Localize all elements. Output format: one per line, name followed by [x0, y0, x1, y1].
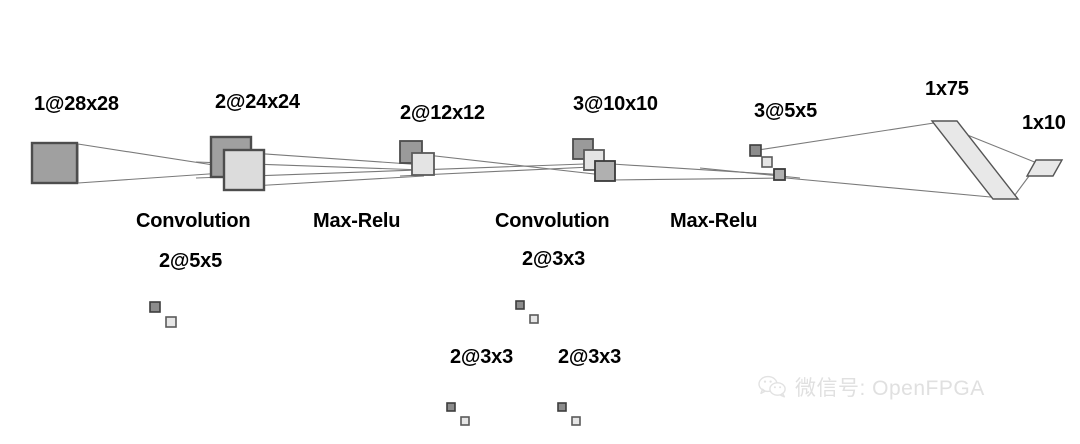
operation-label-max-relu-1: Max-Relu — [313, 210, 401, 232]
feature-map-pool2 — [749, 144, 786, 181]
feature-map-input — [30, 141, 79, 185]
operation-label-convolution-2: Convolution — [495, 210, 610, 232]
cone-conv1-to-pool1 — [251, 152, 425, 187]
feature-map-pool1 — [399, 140, 435, 176]
layer-label-pool1: 2@12x12 — [400, 102, 485, 124]
kernel-glyphs-conv2 — [515, 300, 539, 324]
wechat-icon — [758, 375, 786, 398]
feature-map-conv1 — [209, 135, 266, 192]
layer-label-fc10: 1x10 — [1022, 112, 1066, 134]
kernel-label-conv1: 2@5x5 — [159, 250, 222, 272]
fc-layer-75 — [930, 120, 1020, 200]
kernel-glyphs-pool1 — [446, 402, 470, 426]
layer-label-pool2: 3@5x5 — [754, 100, 817, 122]
watermark-text: 微信号: OpenFPGA — [795, 377, 985, 400]
feature-map-conv2 — [572, 138, 616, 182]
fc-layer-10 — [1025, 159, 1064, 177]
operation-label-max-relu-2: Max-Relu — [670, 210, 758, 232]
kernel-label-pool1: 2@3x3 — [450, 346, 513, 368]
layer-label-conv1: 2@24x24 — [215, 91, 300, 113]
layer-label-input: 1@28x28 — [34, 93, 119, 115]
layer-label-conv2: 3@10x10 — [573, 93, 658, 115]
watermark: 微信号: OpenFPGA — [758, 372, 985, 402]
layer-label-fc75: 1x75 — [925, 78, 969, 100]
kernel-glyphs-pool2 — [557, 402, 581, 426]
kernel-glyphs-conv1 — [149, 301, 177, 328]
operation-label-convolution-1: Convolution — [136, 210, 251, 232]
kernel-label-pool2: 2@3x3 — [558, 346, 621, 368]
cone-pool2-to-fc75 — [757, 122, 1013, 200]
kernel-label-conv2: 2@3x3 — [522, 248, 585, 270]
